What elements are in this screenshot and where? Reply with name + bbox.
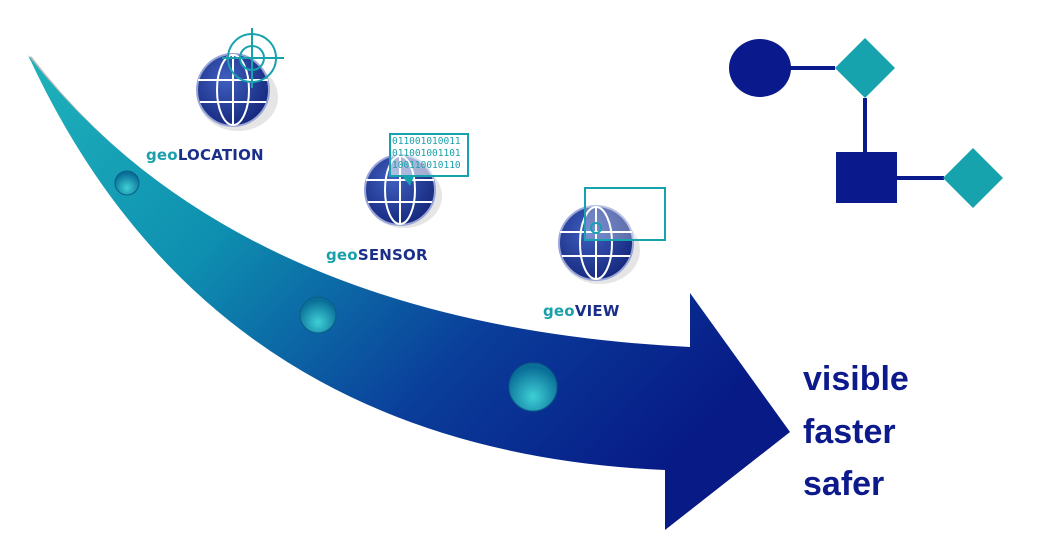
label-name: VIEW [574,302,620,320]
label-geolocation: geoLOCATION [146,146,264,164]
sensor-binary-data: 011001010011 011001001101 100110010110 [392,136,461,172]
label-name: LOCATION [177,146,264,164]
benefit-safer: safer [803,465,885,503]
square-node [836,152,897,203]
diamond-node [835,38,895,98]
label-prefix: geo [326,246,358,264]
globe-data-icon [364,133,469,228]
relationship-diagram [729,38,1003,208]
benefit-visible: visible [803,360,909,398]
diamond-node [943,148,1003,208]
process-arrow [28,55,790,530]
bead [508,362,558,412]
globe-crosshair-icon [196,28,284,131]
bits-line: 011001010011 [392,136,461,147]
globe-viewport-icon [558,187,666,284]
label-geoview: geoVIEW [543,302,620,320]
label-prefix: geo [543,302,575,320]
circle-node [729,39,791,97]
bits-line: 011001001101 [392,148,461,159]
label-name: SENSOR [357,246,428,264]
arrow-beads [114,170,558,412]
label-prefix: geo [146,146,178,164]
bead [299,296,337,334]
label-geosensor: geoSENSOR [326,246,428,264]
benefit-faster: faster [803,413,896,451]
bits-line: 100110010110 [392,160,461,171]
bead [114,170,140,196]
